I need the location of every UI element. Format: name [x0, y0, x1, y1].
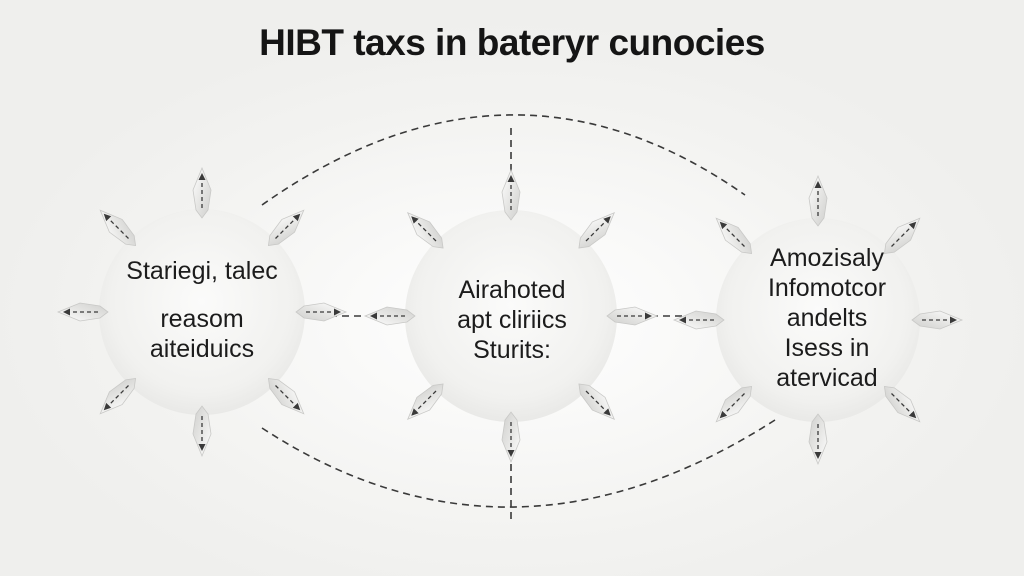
crystal-spike-icon: [501, 168, 521, 221]
crystal-spike-icon: [267, 377, 305, 415]
crystal-spike-icon: [406, 211, 444, 249]
node-left-line: reasom: [160, 305, 244, 333]
crystal-spike-icon: [911, 310, 964, 330]
node-left-spikes: [56, 166, 348, 458]
node-center-disc: [405, 210, 617, 422]
node-right-label: Amozisaly Infomotcor andelts Isess in at…: [712, 243, 942, 393]
crystal-spike-icon: [578, 383, 616, 421]
crystal-spike-icon: [267, 209, 305, 247]
crystal-spike-icon: [715, 385, 753, 423]
bottom-dashed-arc: [261, 419, 776, 508]
arrow-icon: [414, 390, 437, 413]
arrow-head-icon: [507, 175, 515, 182]
crystal-spike-icon: [99, 377, 137, 415]
arrow-icon: [106, 216, 129, 239]
node-left-line: Stariegi, talec: [126, 257, 278, 285]
crystal-spike-icon: [808, 174, 828, 227]
arrow-head-icon: [63, 308, 70, 316]
diagram-title: HIBT taxs in bateryr cunocies: [259, 22, 765, 63]
node-right-line: Amozisaly: [770, 244, 884, 272]
arrow-head-icon: [950, 316, 957, 324]
node-center-label: Airahoted apt cliriics Sturits:: [402, 275, 622, 365]
node-left-label: Stariegi, talec reasom aiteiduics: [92, 256, 312, 364]
arrow-icon: [106, 385, 129, 408]
crystal-spike-icon: [363, 306, 416, 326]
crystal-spike-icon: [808, 413, 828, 466]
crystal-spike-icon: [56, 302, 109, 322]
crystal-spike-icon: [99, 209, 137, 247]
node-center-line: apt cliriics: [457, 306, 567, 334]
node-right-spikes: [672, 174, 964, 466]
crystal-spike-icon: [715, 217, 753, 255]
crystal-spike-icon: [883, 217, 921, 255]
arrow-head-icon: [411, 408, 419, 416]
node-center-line: Sturits:: [473, 336, 551, 364]
node-right-line: Isess in: [784, 334, 870, 362]
crystal-spike-icon: [192, 166, 212, 219]
arrow-head-icon: [370, 312, 377, 320]
crystal-spike-icon: [501, 411, 521, 464]
crystal-spike-icon: [883, 385, 921, 423]
node-left-disc: [99, 209, 305, 415]
node-center-line: Airahoted: [458, 276, 566, 304]
node-right-disc: [716, 218, 920, 422]
arrow-head-icon: [814, 452, 822, 459]
node-right-line: Infomotcor: [767, 274, 887, 302]
arrow-head-icon: [198, 444, 206, 451]
arrow-icon: [414, 219, 437, 242]
crystal-spike-icon: [672, 310, 725, 330]
crystal-spike-icon: [578, 211, 616, 249]
arrow-head-icon: [679, 316, 686, 324]
arrow-icon: [275, 216, 298, 239]
arrow-icon: [275, 385, 298, 408]
arrow-head-icon: [814, 181, 822, 188]
crystal-spike-icon: [406, 383, 444, 421]
arrow-head-icon: [292, 402, 301, 411]
arrow-head-icon: [198, 173, 206, 180]
node-center-spikes: [363, 168, 659, 464]
node-right-line: andelts: [786, 304, 868, 332]
crystal-spike-icon: [295, 302, 348, 322]
crystal-spike-icon: [192, 405, 212, 458]
arrow-head-icon: [507, 450, 515, 457]
arrow-head-icon: [645, 312, 652, 320]
top-dashed-arc: [261, 114, 746, 206]
node-left-line: aiteiduics: [149, 335, 255, 363]
crystal-spike-icon: [606, 306, 659, 326]
node-right-line: atervicad: [776, 364, 878, 392]
arrow-head-icon: [334, 308, 341, 316]
